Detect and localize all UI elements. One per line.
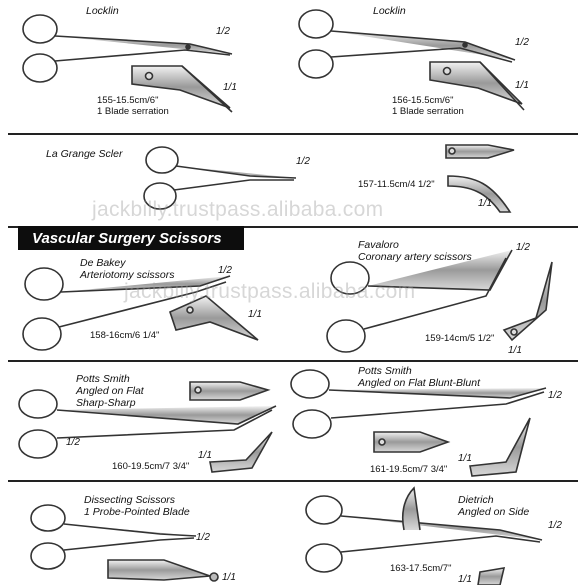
favaloro-scissors-half-icon xyxy=(326,249,513,353)
dietrich-scissors-half-icon xyxy=(305,486,543,573)
de-bakey-scissors-half-icon xyxy=(22,267,231,351)
item-name: Favaloro xyxy=(358,239,399,251)
item-subtitle: Arteriotomy scissors xyxy=(80,269,175,281)
dissecting-blade-detail-icon xyxy=(107,559,219,582)
potts-smith-sharp-blade-detail-icon xyxy=(189,381,273,473)
section-divider xyxy=(8,480,578,482)
scale-label: 1/2 xyxy=(216,26,230,37)
scale-label: 1/1 xyxy=(508,345,522,356)
item-code: 157-11.5cm/4 1/2" xyxy=(358,179,435,190)
item-code: 161-19.5cm/7 3/4" xyxy=(370,464,448,475)
potts-smith-blunt-scissors-half-icon xyxy=(290,369,547,439)
scale-label: 1/2 xyxy=(66,437,80,448)
scale-label: 1/2 xyxy=(515,37,529,48)
section-banner-title: Vascular Surgery Scissors xyxy=(32,230,222,247)
watermark: jackbilly.trustpass.alibaba.com xyxy=(92,198,384,221)
scale-label: 1/2 xyxy=(196,532,210,543)
item-name: Dietrich xyxy=(458,494,494,506)
item-name: Potts Smith xyxy=(76,373,130,385)
item-code: 155-15.5cm/6" xyxy=(97,95,159,106)
item-subtitle-2: Sharp-Sharp xyxy=(76,397,136,409)
potts-smith-blunt-blade-detail-icon xyxy=(373,417,531,477)
dissecting-scissors-half-icon xyxy=(30,504,197,570)
la-grange-scissors-half-icon xyxy=(143,146,297,210)
scale-label: 1/2 xyxy=(516,242,530,253)
item-name: Locklin xyxy=(86,5,119,17)
section-divider xyxy=(8,133,578,135)
section-divider xyxy=(8,226,578,228)
watermark: jackbilly.trustpass.alibaba.com xyxy=(124,280,416,303)
item-name: De Bakey xyxy=(80,257,126,269)
item-subtitle: Angled on Flat Blunt-Blunt xyxy=(358,377,480,389)
locklin-scissors-half-icon-2 xyxy=(298,9,516,79)
scale-label: 1/1 xyxy=(198,450,212,461)
item-code: 158-16cm/6 1/4" xyxy=(90,330,160,341)
scale-label: 1/2 xyxy=(548,390,562,401)
potts-smith-sharp-scissors-half-icon xyxy=(18,389,277,459)
locklin-scissors-half-icon xyxy=(22,14,233,83)
scale-label: 1/1 xyxy=(222,572,236,583)
item-name: La Grange Scler xyxy=(46,148,123,160)
dietrich-blade-detail-icon xyxy=(477,567,506,585)
item-subtitle: Coronary artery scissors xyxy=(358,251,472,263)
item-name: Dissecting Scissors xyxy=(84,494,176,506)
scale-label: 1/1 xyxy=(248,309,262,320)
locklin-blade-detail-icon xyxy=(131,65,233,113)
item-subtitle: 1 Probe-Pointed Blade xyxy=(84,506,190,518)
item-subtitle: Angled on Side xyxy=(458,506,530,518)
scale-label: 1/2 xyxy=(296,156,310,167)
section-divider xyxy=(8,360,578,362)
item-code: 156-15.5cm/6" xyxy=(392,95,454,106)
scale-label: 1/1 xyxy=(478,198,492,209)
item-note: 1 Blade serration xyxy=(97,106,169,117)
scale-label: 1/1 xyxy=(458,574,472,585)
item-code: 163-17.5cm/7" xyxy=(390,563,452,574)
scale-label: 1/2 xyxy=(218,265,232,276)
item-name: Potts Smith xyxy=(358,365,412,377)
section-banner: Vascular Surgery Scissors xyxy=(18,226,244,250)
locklin-blade-detail-icon-2 xyxy=(429,61,525,111)
item-subtitle: Angled on Flat xyxy=(76,385,144,397)
item-note: 1 Blade serration xyxy=(392,106,464,117)
item-code: 160-19.5cm/7 3/4" xyxy=(112,461,190,472)
de-bakey-blade-detail-icon xyxy=(169,295,259,341)
scale-label: 1/1 xyxy=(223,82,237,93)
favaloro-blade-detail-icon xyxy=(502,261,553,342)
scale-label: 1/1 xyxy=(458,453,472,464)
scale-label: 1/2 xyxy=(548,520,562,531)
la-grange-blade-detail-icon xyxy=(445,144,515,213)
item-code: 159-14cm/5 1/2" xyxy=(425,333,495,344)
item-name: Locklin xyxy=(373,5,406,17)
scale-label: 1/1 xyxy=(515,80,529,91)
